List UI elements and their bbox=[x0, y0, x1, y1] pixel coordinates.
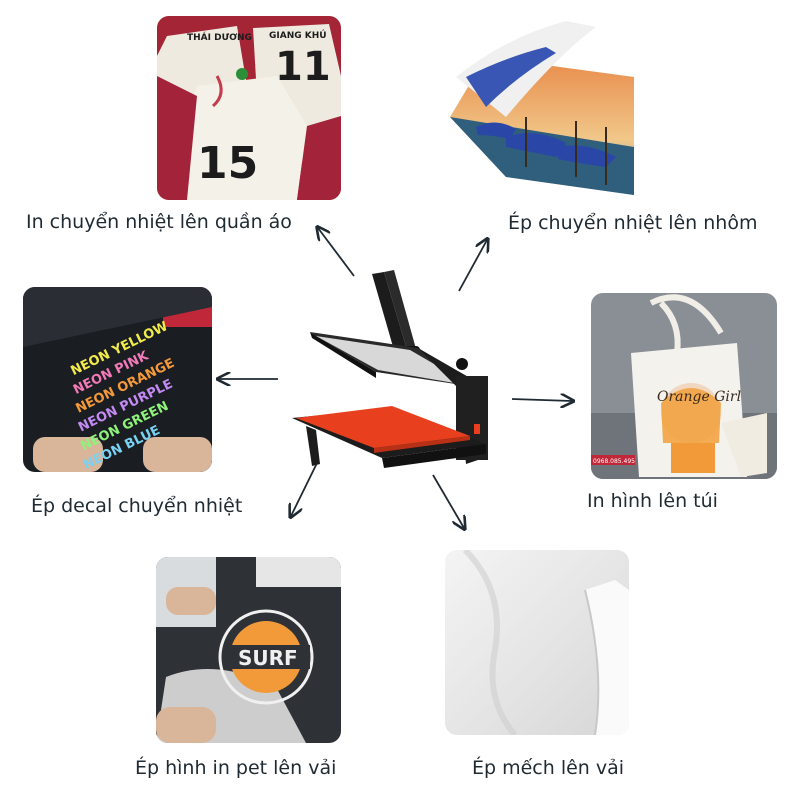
bag-phone: 0968.085.495 bbox=[593, 458, 635, 465]
bag-print-text: Orange Girl bbox=[657, 389, 741, 405]
label-decal: Ép decal chuyển nhiệt bbox=[31, 495, 243, 517]
arrow-to-clothing bbox=[318, 228, 355, 277]
decal-image: NEON YELLOW NEON PINK NEON ORANGE NEON P… bbox=[23, 287, 212, 472]
arrow-to-pet bbox=[291, 460, 319, 516]
pet-logo-text: SURF bbox=[238, 646, 298, 670]
arrow-to-bag bbox=[511, 399, 572, 401]
bag-image: Orange Girl 0968.085.495 bbox=[591, 293, 777, 479]
label-pet: Ép hình in pet lên vải bbox=[135, 757, 337, 779]
jersey-name-2: GIANG KHÚ bbox=[269, 29, 327, 41]
label-aluminum: Ép chuyển nhiệt lên nhôm bbox=[508, 212, 758, 234]
label-interfacing: Ép mếch lên vải bbox=[472, 757, 625, 779]
clothing-image: THÁI DƯƠNG GIANG KHÚ 15 11 bbox=[157, 16, 341, 200]
jersey-number-2: 11 bbox=[275, 44, 331, 90]
jersey-number-1: 15 bbox=[197, 138, 258, 189]
arrow-to-aluminum bbox=[458, 240, 487, 292]
interfacing-image bbox=[445, 550, 629, 735]
label-clothing: In chuyển nhiệt lên quần áo bbox=[26, 211, 292, 233]
jersey-name-1: THÁI DƯƠNG bbox=[187, 31, 252, 43]
heat-press-machine-icon bbox=[286, 268, 500, 480]
label-bag: In hình lên túi bbox=[587, 490, 718, 512]
arrow-to-interfacing bbox=[432, 474, 464, 528]
aluminum-image bbox=[446, 17, 634, 197]
pet-image: SURF bbox=[156, 557, 341, 743]
